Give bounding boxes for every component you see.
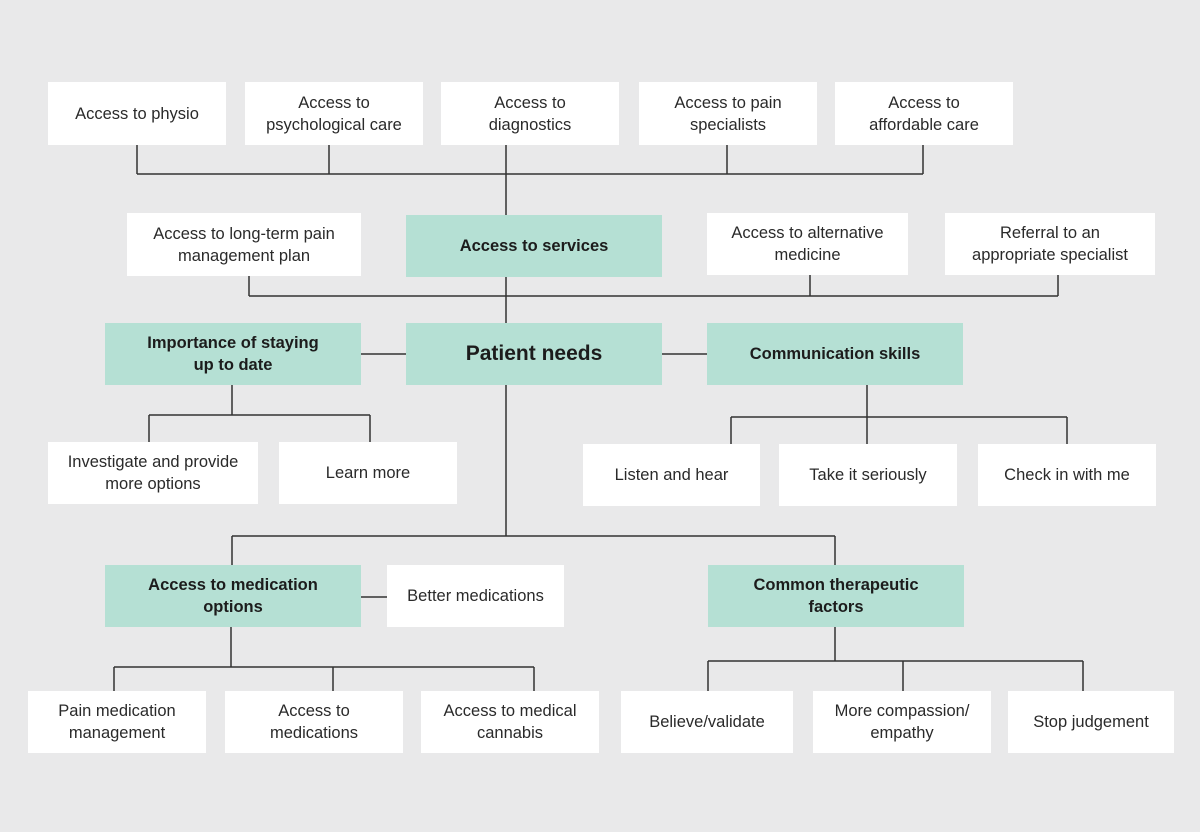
node-label: More compassion/ empathy xyxy=(834,702,970,742)
node-take-it-seriously: Take it seriously xyxy=(779,444,957,506)
node-patient-needs: Patient needs xyxy=(406,323,662,385)
node-access-to-services: Access to services xyxy=(406,215,662,277)
node-check-in-with-me: Check in with me xyxy=(978,444,1156,506)
node-medication-options: Access to medication options xyxy=(105,565,361,627)
node-label: Better medications xyxy=(407,587,544,605)
node-learn-more: Learn more xyxy=(279,442,457,504)
node-stop-judgement: Stop judgement xyxy=(1008,691,1174,753)
node-communication-skills: Communication skills xyxy=(707,323,963,385)
node-label: Access to long-term pain management plan xyxy=(153,224,335,265)
node-label: Importance of staying up to date xyxy=(147,334,319,374)
node-compassion-empathy: More compassion/ empathy xyxy=(813,691,991,753)
node-label: Patient needs xyxy=(465,342,603,365)
node-label: Access to diagnostics xyxy=(488,93,572,134)
node-label: Learn more xyxy=(325,464,411,482)
node-referral-specialist: Referral to an appropriate specialist xyxy=(945,213,1155,275)
node-label: Listen and hear xyxy=(614,466,729,484)
node-believe-validate: Believe/validate xyxy=(621,691,793,753)
node-label: Access to medical cannabis xyxy=(443,702,577,742)
node-long-term-pain-plan: Access to long-term pain management plan xyxy=(127,213,361,276)
node-label: Access to physio xyxy=(75,104,199,123)
node-access-affordable-care: Access to affordable care xyxy=(835,82,1013,145)
node-label: Access to services xyxy=(459,237,609,255)
node-alternative-medicine: Access to alternative medicine xyxy=(707,213,908,275)
node-label: Stop judgement xyxy=(1033,713,1149,731)
node-better-medications: Better medications xyxy=(387,565,564,627)
node-label: Investigate and provide more options xyxy=(67,453,239,493)
node-label: Common therapeutic factors xyxy=(753,576,919,616)
node-label: Access to pain specialists xyxy=(674,93,782,134)
node-access-physio: Access to physio xyxy=(48,82,226,145)
node-label: Believe/validate xyxy=(649,713,765,731)
node-label: Access to medications xyxy=(269,702,359,742)
node-access-diagnostics: Access to diagnostics xyxy=(441,82,619,145)
node-label: Pain medication management xyxy=(58,702,176,742)
node-label: Access to medication options xyxy=(148,576,318,616)
node-listen-and-hear: Listen and hear xyxy=(583,444,760,506)
node-label: Take it seriously xyxy=(809,466,927,484)
node-access-psychological-care: Access to psychological care xyxy=(245,82,423,145)
node-label: Communication skills xyxy=(749,345,921,363)
node-label: Referral to an appropriate specialist xyxy=(972,224,1128,264)
node-label: Access to psychological care xyxy=(266,93,402,134)
node-label: Check in with me xyxy=(1004,466,1130,484)
node-staying-up-to-date: Importance of staying up to date xyxy=(105,323,361,385)
node-therapeutic-factors: Common therapeutic factors xyxy=(708,565,964,627)
node-access-pain-specialists: Access to pain specialists xyxy=(639,82,817,145)
node-label: Access to affordable care xyxy=(869,93,979,134)
node-pain-medication-management: Pain medication management xyxy=(28,691,206,753)
node-access-to-medications: Access to medications xyxy=(225,691,403,753)
node-label: Access to alternative medicine xyxy=(731,224,884,264)
node-investigate-options: Investigate and provide more options xyxy=(48,442,258,504)
node-medical-cannabis: Access to medical cannabis xyxy=(421,691,599,753)
